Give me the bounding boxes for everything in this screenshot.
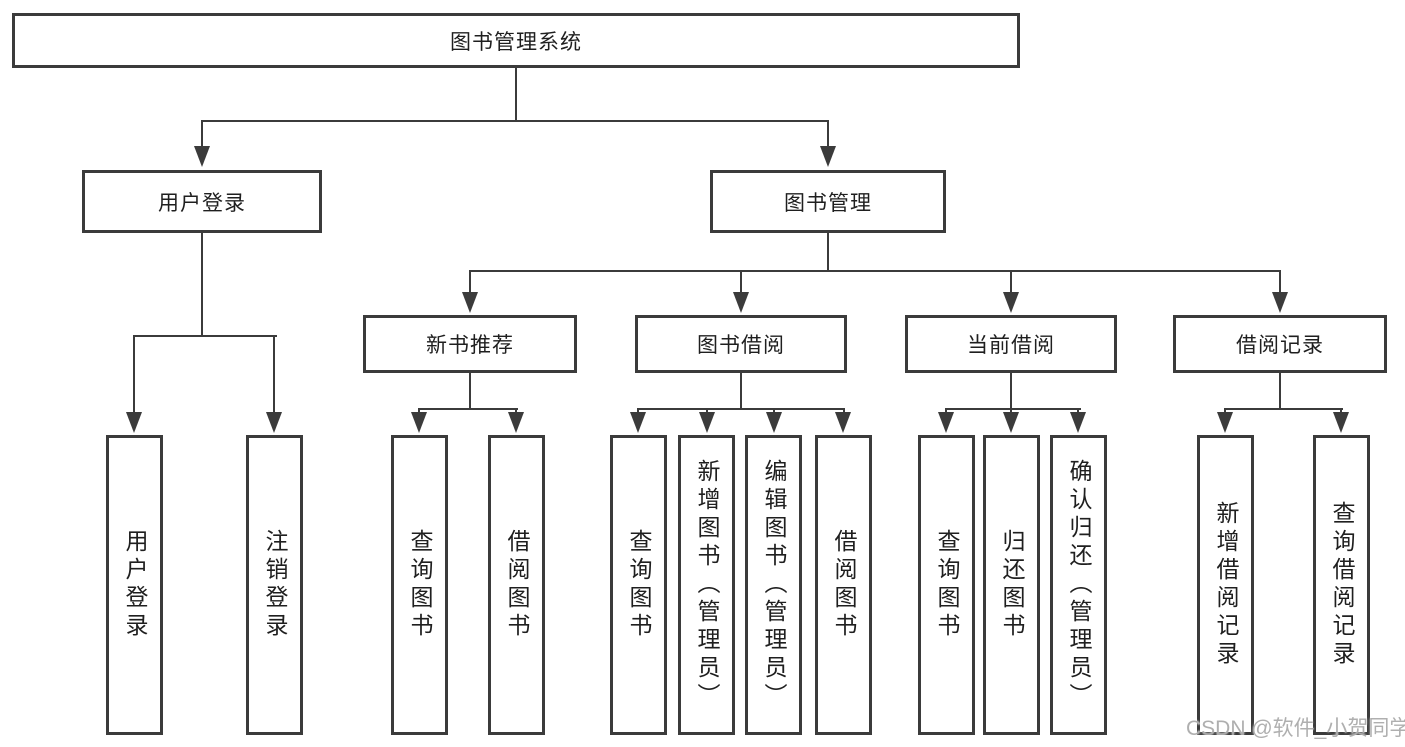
node-book-borrowing: 图书借阅 bbox=[635, 315, 847, 373]
leaf-borrowing-borrow-books: 借阅图书 bbox=[815, 435, 872, 735]
connector-recommend-drop bbox=[469, 270, 471, 295]
arrowhead-borrow-leaf3 bbox=[766, 412, 782, 433]
leaf-current-query-books-label: 查询图书 bbox=[934, 529, 960, 641]
arrowhead-recommend-leaf1 bbox=[411, 412, 427, 433]
leaf-user-login-label: 用户登录 bbox=[122, 529, 148, 641]
connector-leaf-login-drop bbox=[133, 335, 135, 415]
node-book-management: 图书管理 bbox=[710, 170, 946, 233]
node-user-login-label: 用户登录 bbox=[158, 191, 246, 215]
node-root-system: 图书管理系统 bbox=[12, 13, 1020, 68]
leaf-recommend-query-books-label: 查询图书 bbox=[407, 529, 433, 641]
csdn-watermark: CSDN @软件_小贺同学 bbox=[1186, 717, 1405, 740]
connector-user-login-stem bbox=[201, 230, 203, 337]
leaf-recommend-borrow-books: 借阅图书 bbox=[488, 435, 545, 735]
arrowhead-recommend bbox=[462, 292, 478, 313]
connector-records-drop bbox=[1279, 270, 1281, 295]
arrowhead-borrow-leaf4 bbox=[835, 412, 851, 433]
node-new-book-recommend-label: 新书推荐 bbox=[426, 334, 514, 357]
leaf-current-return-books-label: 归还图书 bbox=[999, 529, 1025, 641]
connector-level2-crossbar bbox=[201, 120, 829, 122]
leaf-current-confirm-return-admin-label: 确认归还（管理员） bbox=[1066, 459, 1092, 711]
leaf-borrowing-add-books-admin-label: 新增图书（管理员） bbox=[694, 459, 720, 711]
connector-recommend-stem bbox=[469, 370, 471, 410]
arrowhead-borrow-leaf1 bbox=[630, 412, 646, 433]
arrowhead-records-leaf2 bbox=[1333, 412, 1349, 433]
leaf-user-login: 用户登录 bbox=[106, 435, 163, 735]
node-book-borrowing-label: 图书借阅 bbox=[697, 334, 785, 357]
arrowhead-current-leaf3 bbox=[1070, 412, 1086, 433]
connector-level3-crossbar bbox=[469, 270, 1281, 272]
arrowhead-book-mgmt bbox=[820, 146, 836, 167]
leaf-records-add-record-label: 新增借阅记录 bbox=[1213, 501, 1239, 669]
leaf-logout-label: 注销登录 bbox=[262, 529, 288, 641]
connector-leaf-logout-drop bbox=[273, 335, 275, 415]
connector-current-crossbar bbox=[945, 408, 1081, 410]
node-current-borrowing: 当前借阅 bbox=[905, 315, 1117, 373]
leaf-current-return-books: 归还图书 bbox=[983, 435, 1040, 735]
connector-user-login-crossbar bbox=[133, 335, 277, 337]
connector-root-stem bbox=[515, 67, 517, 122]
connector-book-mgmt-stem bbox=[827, 230, 829, 272]
connector-current-stem bbox=[1010, 370, 1012, 410]
connector-current-drop bbox=[1010, 270, 1012, 295]
leaf-borrowing-edit-books-admin-label: 编辑图书（管理员） bbox=[761, 459, 787, 711]
leaf-borrowing-borrow-books-label: 借阅图书 bbox=[831, 529, 857, 641]
connector-borrow-crossbar bbox=[637, 408, 845, 410]
node-new-book-recommend: 新书推荐 bbox=[363, 315, 577, 373]
node-user-login: 用户登录 bbox=[82, 170, 322, 233]
node-root-system-label: 图书管理系统 bbox=[450, 30, 582, 54]
leaf-logout: 注销登录 bbox=[246, 435, 303, 735]
connector-book-mgmt-drop bbox=[827, 120, 829, 148]
arrowhead-leaf-logout bbox=[266, 412, 282, 433]
arrowhead-records-leaf1 bbox=[1217, 412, 1233, 433]
connector-recommend-crossbar bbox=[418, 408, 518, 410]
arrowhead-records bbox=[1272, 292, 1288, 313]
arrowhead-user-login bbox=[194, 146, 210, 167]
arrowhead-borrow bbox=[733, 292, 749, 313]
arrowhead-current bbox=[1003, 292, 1019, 313]
connector-records-crossbar bbox=[1224, 408, 1343, 410]
leaf-current-query-books: 查询图书 bbox=[918, 435, 975, 735]
connector-user-login-drop bbox=[201, 120, 203, 148]
arrowhead-recommend-leaf2 bbox=[508, 412, 524, 433]
leaf-records-query-record: 查询借阅记录 bbox=[1313, 435, 1370, 735]
arrowhead-borrow-leaf2 bbox=[699, 412, 715, 433]
connector-borrow-drop bbox=[740, 270, 742, 295]
connector-borrow-stem bbox=[740, 370, 742, 410]
leaf-borrowing-query-books-label: 查询图书 bbox=[626, 529, 652, 641]
arrowhead-leaf-login bbox=[126, 412, 142, 433]
leaf-records-add-record: 新增借阅记录 bbox=[1197, 435, 1254, 735]
arrowhead-current-leaf2 bbox=[1003, 412, 1019, 433]
node-borrowing-records: 借阅记录 bbox=[1173, 315, 1387, 373]
node-current-borrowing-label: 当前借阅 bbox=[967, 334, 1055, 357]
arrowhead-current-leaf1 bbox=[938, 412, 954, 433]
connector-records-stem bbox=[1279, 370, 1281, 410]
leaf-current-confirm-return-admin: 确认归还（管理员） bbox=[1050, 435, 1107, 735]
leaf-recommend-query-books: 查询图书 bbox=[391, 435, 448, 735]
node-borrowing-records-label: 借阅记录 bbox=[1236, 334, 1324, 357]
leaf-records-query-record-label: 查询借阅记录 bbox=[1329, 501, 1355, 669]
leaf-borrowing-query-books: 查询图书 bbox=[610, 435, 667, 735]
leaf-recommend-borrow-books-label: 借阅图书 bbox=[504, 529, 530, 641]
node-book-management-label: 图书管理 bbox=[784, 191, 872, 215]
leaf-borrowing-add-books-admin: 新增图书（管理员） bbox=[678, 435, 735, 735]
leaf-borrowing-edit-books-admin: 编辑图书（管理员） bbox=[745, 435, 802, 735]
